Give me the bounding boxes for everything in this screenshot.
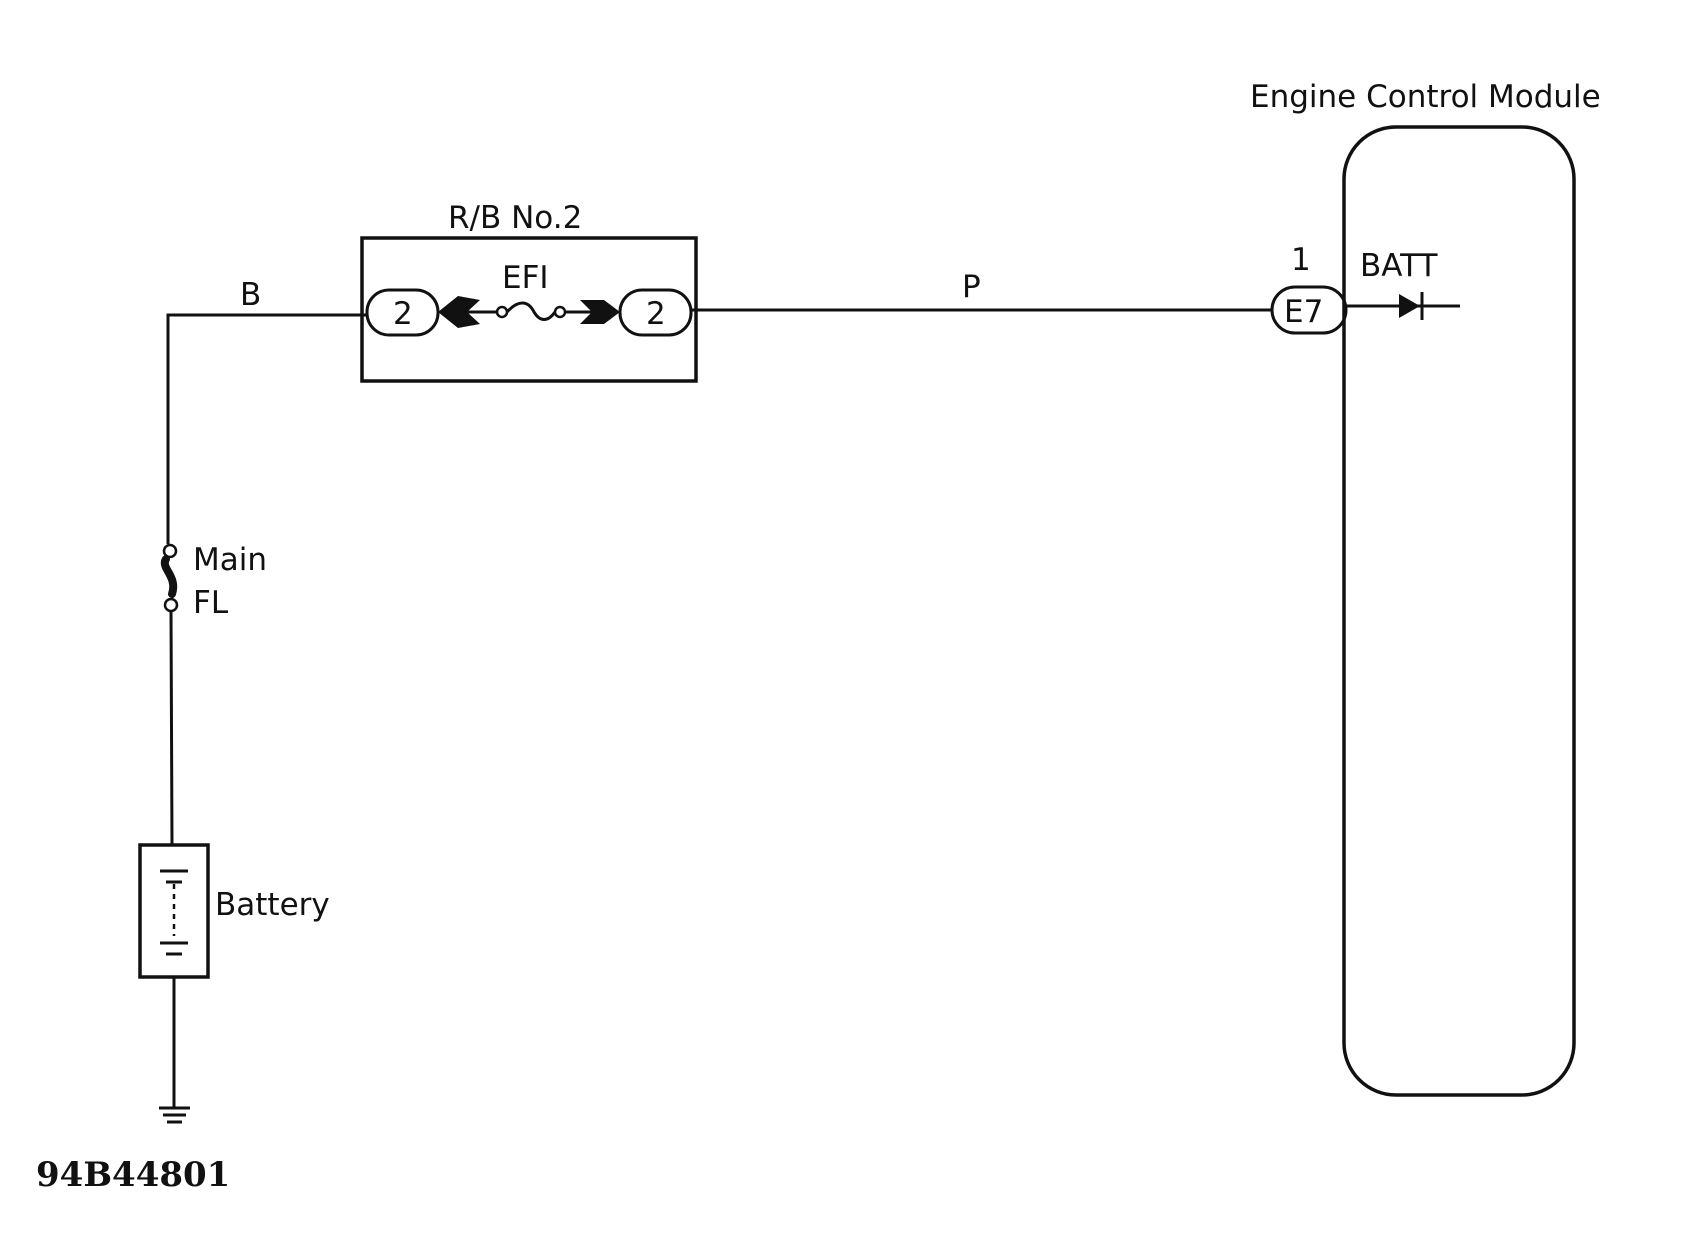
efi-fuse-label: EFI xyxy=(502,260,549,296)
ecm-connector-label: E7 xyxy=(1284,294,1323,330)
relay-pin-left-number: 2 xyxy=(393,296,413,332)
relay-block-label: R/B No.2 xyxy=(448,200,582,236)
wire-p-label: P xyxy=(962,269,981,305)
ecm-pin-number: 1 xyxy=(1291,242,1311,278)
relay-pin-left-oval xyxy=(365,288,440,337)
battery-label: Battery xyxy=(215,887,330,923)
wire-fl-to-battery xyxy=(169,610,174,846)
ecm-box xyxy=(1342,125,1576,1097)
main-fusible-link-icon xyxy=(160,543,179,613)
main-fl-label-line1: Main xyxy=(193,542,267,578)
relay-pin-right-number: 2 xyxy=(646,296,666,332)
efi-fuse-icon xyxy=(438,296,620,328)
ecm-label: Engine Control Module xyxy=(1250,79,1601,115)
ecm-connector-oval xyxy=(1270,285,1348,335)
wire-b-label: B xyxy=(240,277,261,313)
diode-icon xyxy=(1346,292,1460,320)
battery-box xyxy=(138,843,210,979)
batt-terminal-label: BATT xyxy=(1360,248,1438,284)
main-fl-label-line2: FL xyxy=(193,585,229,621)
ground-icon xyxy=(159,1106,190,1124)
wire-b xyxy=(166,313,367,544)
relay-pin-right-oval xyxy=(618,288,693,337)
figure-code: 94B44801 xyxy=(36,1155,230,1195)
battery-icon xyxy=(160,869,188,956)
